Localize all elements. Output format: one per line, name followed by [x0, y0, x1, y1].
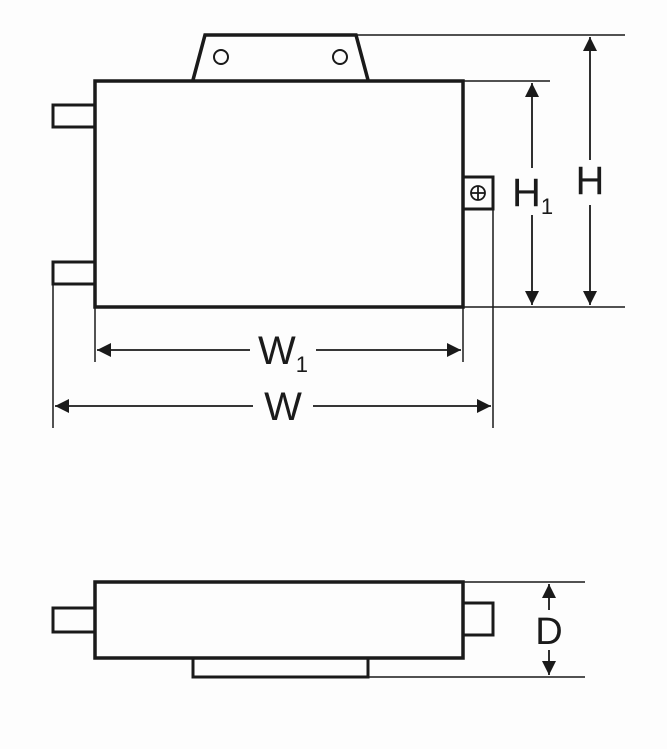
- side-extension-lines: [368, 581, 585, 678]
- inner-width-subscript: 1: [296, 352, 308, 377]
- side-connector-right: [461, 601, 495, 637]
- input-connector-top: [51, 103, 97, 129]
- side-base-plate: [191, 656, 370, 679]
- inner-width-label: W1: [258, 329, 308, 377]
- input-connector-bottom: [51, 260, 97, 286]
- mounting-hole-icon: [332, 49, 348, 65]
- side-view: [51, 580, 495, 679]
- side-connector-left: [51, 606, 97, 634]
- inner-width-main: W: [258, 329, 296, 373]
- filter-body: [93, 79, 465, 309]
- inner-height-subscript: 1: [541, 194, 553, 219]
- front-view: [51, 33, 495, 309]
- ground-terminal: [461, 175, 495, 211]
- side-body: [93, 580, 465, 660]
- inner-height-main: H: [512, 171, 541, 215]
- ground-terminal-icon: [470, 185, 486, 201]
- height-label: H: [576, 159, 605, 203]
- width-label: W: [264, 385, 302, 429]
- extension-lines: [52, 34, 625, 428]
- depth-label: D: [535, 611, 562, 653]
- mounting-flange: [191, 33, 370, 81]
- inner-height-label: H1: [512, 171, 553, 219]
- mounting-hole-icon: [213, 49, 229, 65]
